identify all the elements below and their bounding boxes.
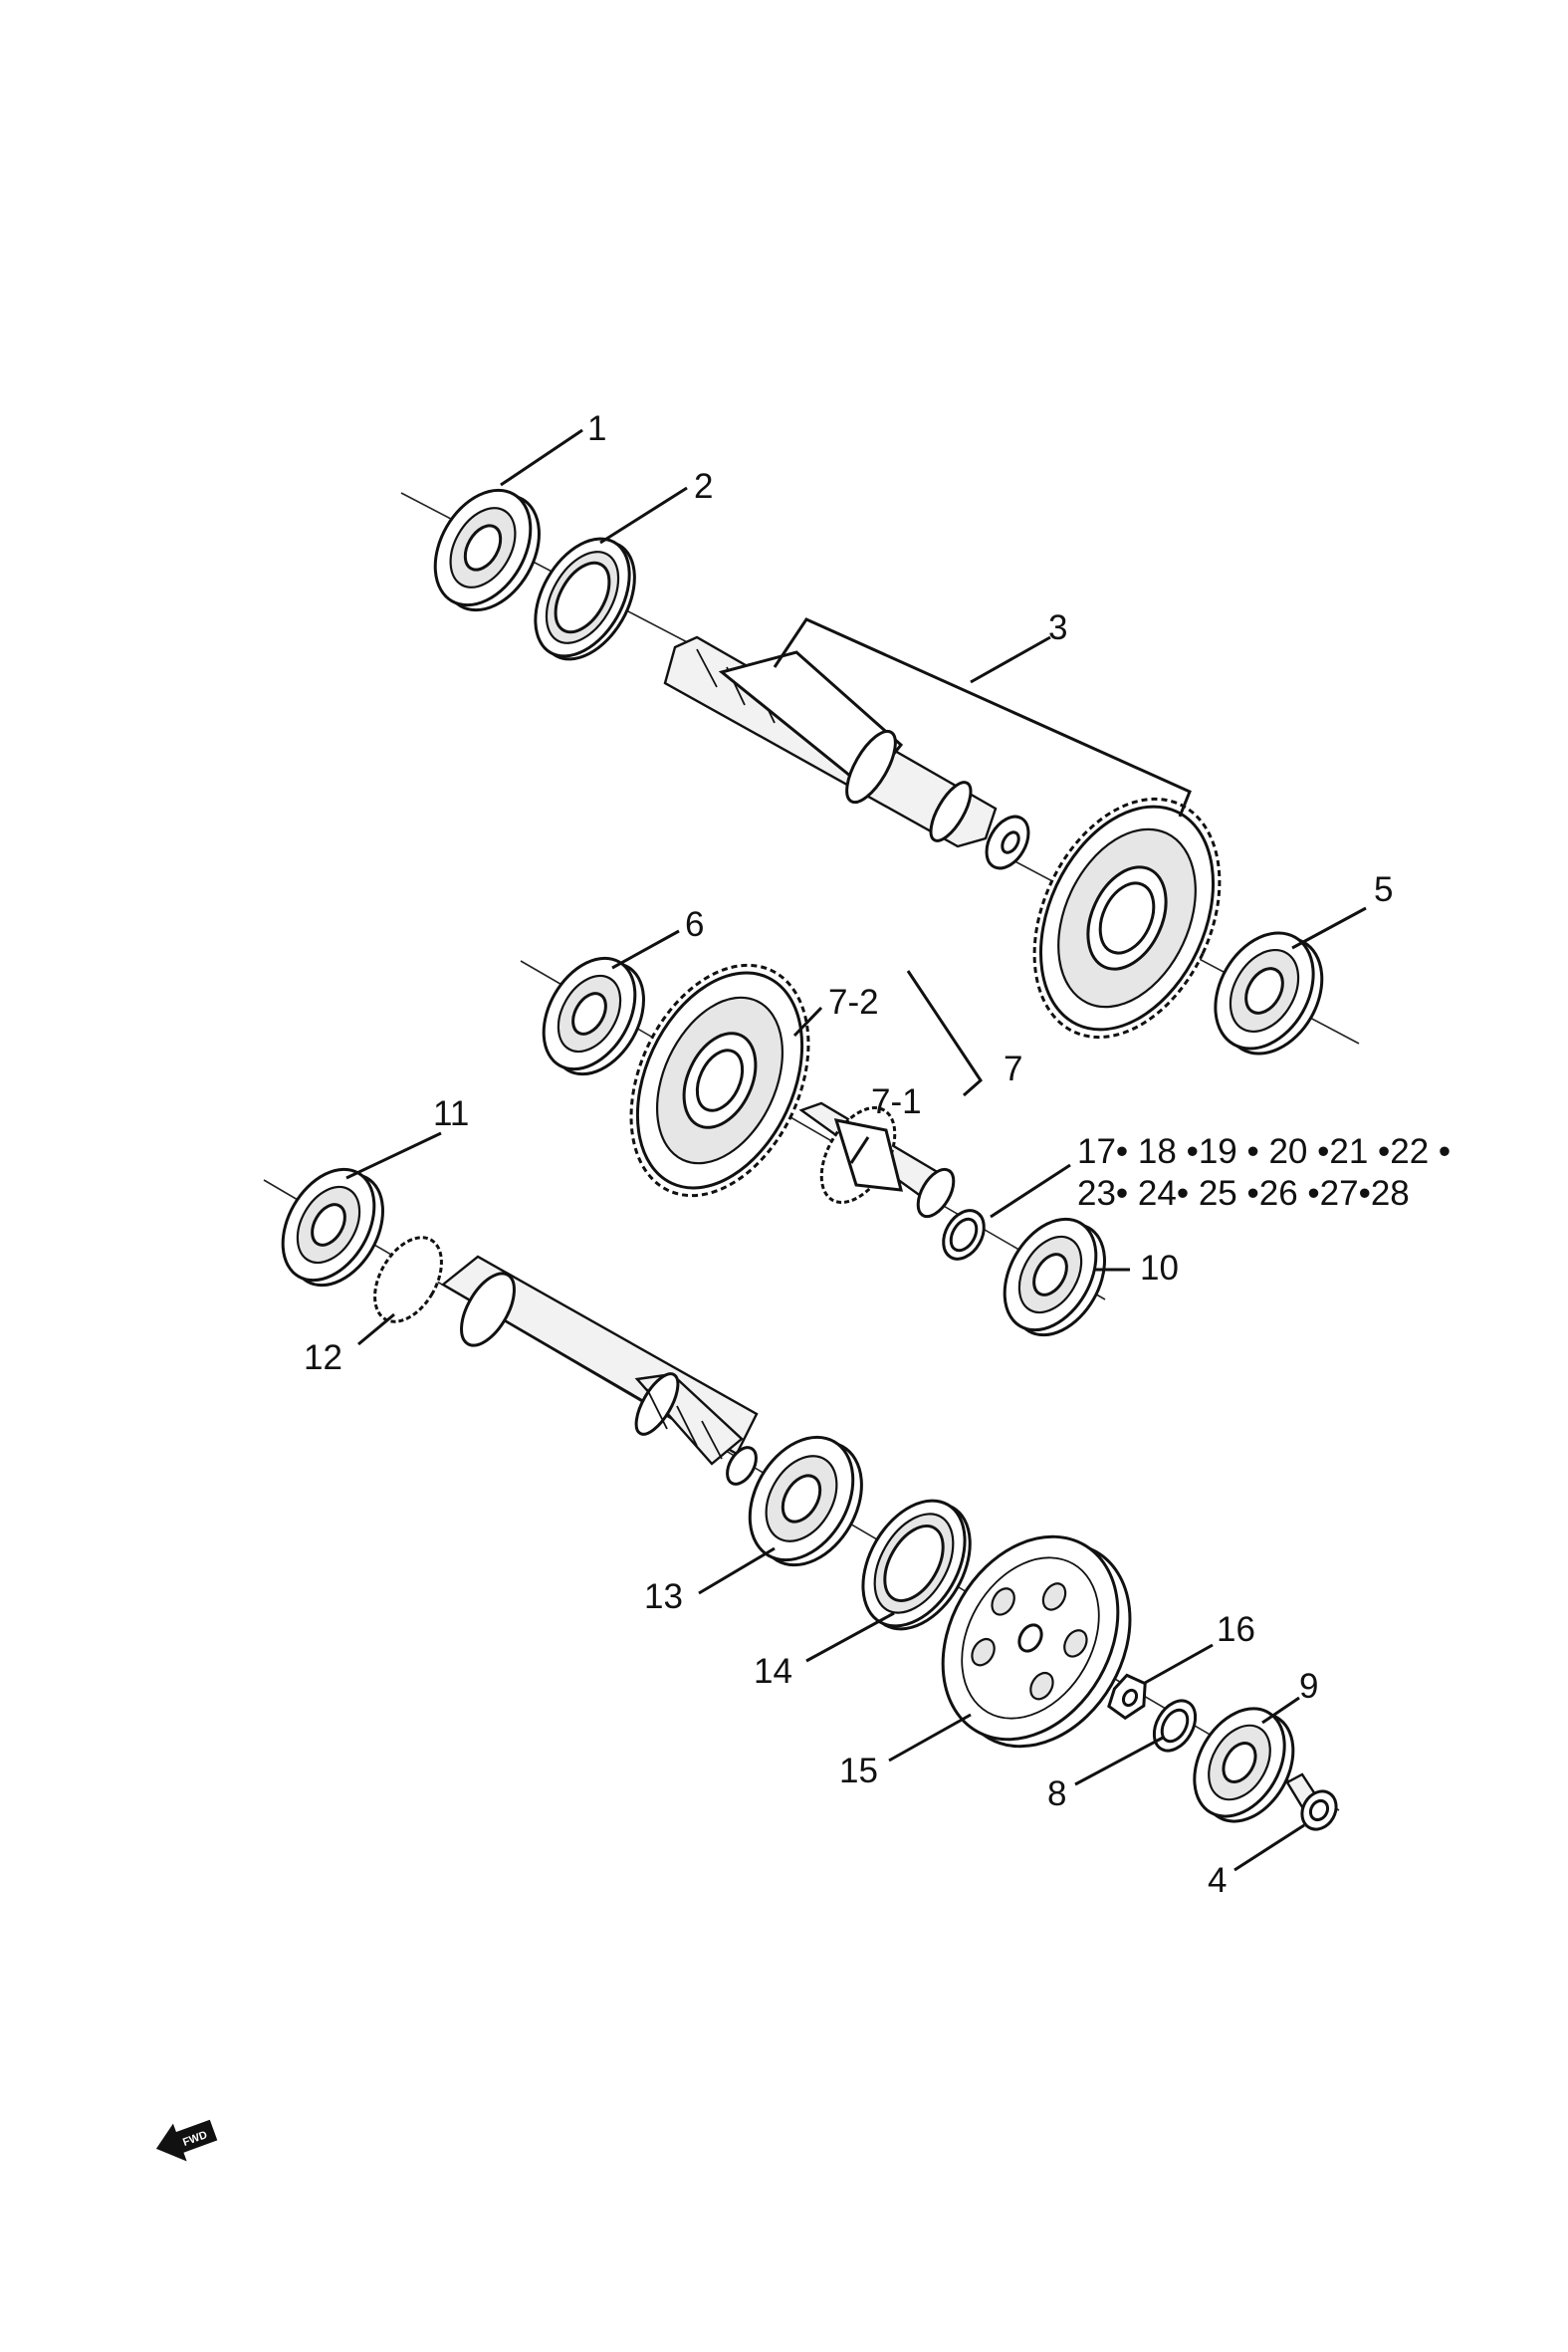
callout-7-1: 7-1 [871, 1082, 922, 1121]
callout-12: 12 [304, 1338, 342, 1377]
callout-16: 16 [1217, 1610, 1255, 1649]
bearing-5 [1214, 931, 1324, 1056]
counter-gear-7-2 [629, 963, 810, 1198]
callout-8: 8 [1047, 1774, 1066, 1813]
callout-15: 15 [839, 1752, 878, 1790]
oil-seal-2 [534, 537, 636, 661]
callout-2: 2 [694, 467, 713, 506]
callout-7-2: 7-2 [828, 983, 879, 1022]
callout-10: 10 [1140, 1249, 1179, 1288]
callout-14: 14 [754, 1652, 792, 1691]
bolt-4 [1285, 1772, 1338, 1831]
driven-gear-3 [1032, 797, 1222, 1040]
callout-3: 3 [1048, 608, 1067, 647]
washer-8 [1152, 1699, 1198, 1753]
callout-4: 4 [1208, 1861, 1227, 1900]
callout-labels: 1 2 3 5 6 7-2 7 7-1 11 10 12 13 14 15 16… [304, 409, 1451, 1900]
bearing-6 [542, 956, 645, 1076]
callout-13: 13 [644, 1577, 683, 1616]
fwd-arrow-icon: FWD [155, 2119, 218, 2162]
bearing-11 [281, 1167, 384, 1288]
callout-11: 11 [433, 1094, 469, 1133]
leader-lines [345, 428, 1367, 1872]
bearing-10 [1003, 1217, 1106, 1337]
shim-set-line-1: 17• 18 •19 • 20 •21 •22 • [1077, 1132, 1451, 1171]
shim-set-line-2: 23• 24• 25 •26 •27•28 [1077, 1174, 1410, 1213]
callout-6: 6 [685, 905, 704, 944]
bearing-9 [1193, 1707, 1295, 1823]
bearing-1 [433, 488, 541, 612]
oil-seal-14 [861, 1499, 972, 1631]
callout-5: 5 [1374, 870, 1393, 909]
shim-washer [942, 1209, 986, 1261]
callout-7: 7 [1004, 1050, 1022, 1088]
callout-1: 1 [587, 409, 606, 448]
callout-9: 9 [1299, 1667, 1318, 1706]
main-shaft-12 [373, 1236, 759, 1486]
bearing-13 [748, 1435, 863, 1567]
nut-16 [1107, 1673, 1147, 1721]
clutch-drum-15 [941, 1534, 1132, 1749]
drive-shaft-3 [663, 635, 1030, 870]
